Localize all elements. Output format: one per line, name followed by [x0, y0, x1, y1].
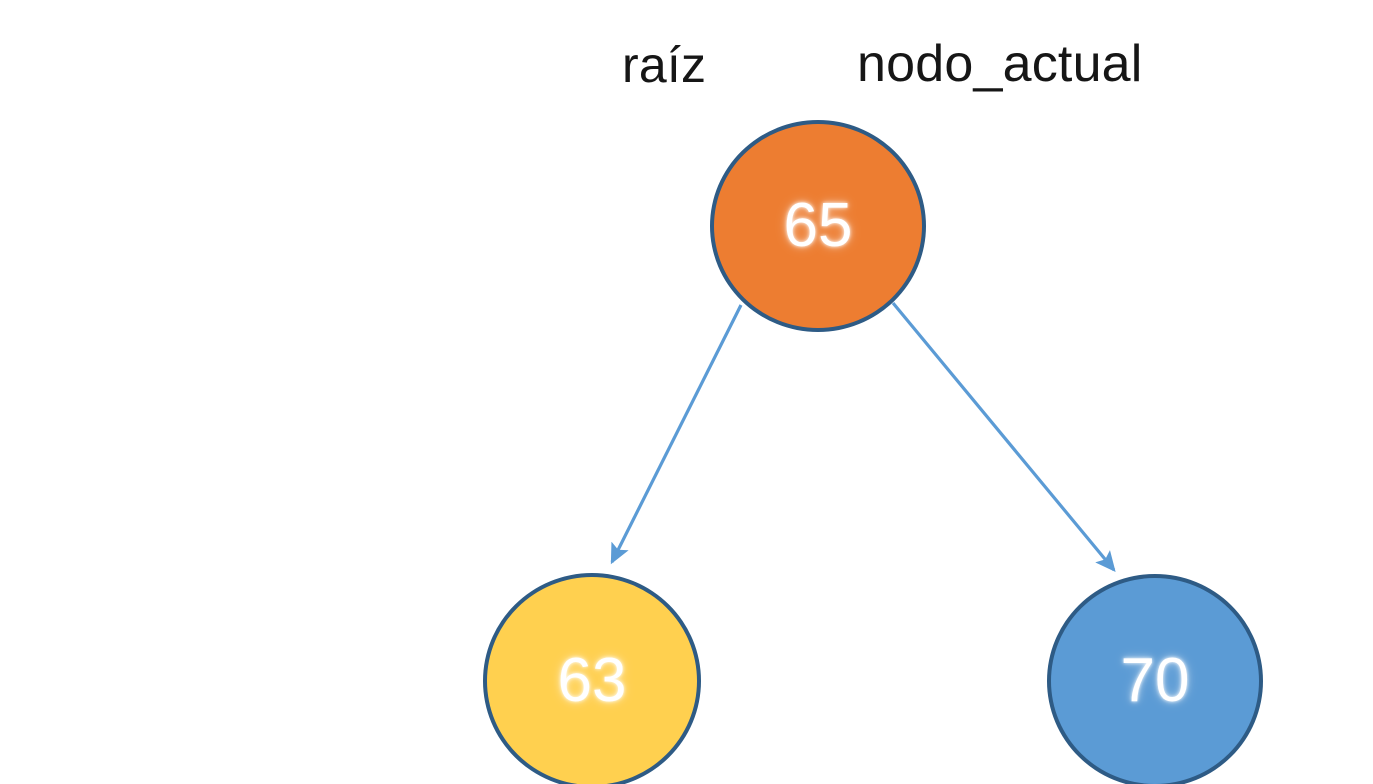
tree-node-root[interactable]: 65 [710, 120, 926, 332]
edge-root-to-right-child [891, 301, 1116, 572]
tree-node-root-value: 65 [783, 191, 853, 260]
tree-node-left-child-value: 63 [557, 646, 627, 715]
tree-node-right-child-value: 70 [1120, 646, 1190, 715]
tree-node-right-child[interactable]: 70 [1047, 574, 1263, 784]
edge-root-to-left-child [610, 304, 743, 565]
pointer-label-nodo-actual: nodo_actual [857, 35, 1143, 93]
tree-node-left-child[interactable]: 63 [483, 573, 701, 784]
pointer-label-raiz: raíz [622, 37, 707, 93]
